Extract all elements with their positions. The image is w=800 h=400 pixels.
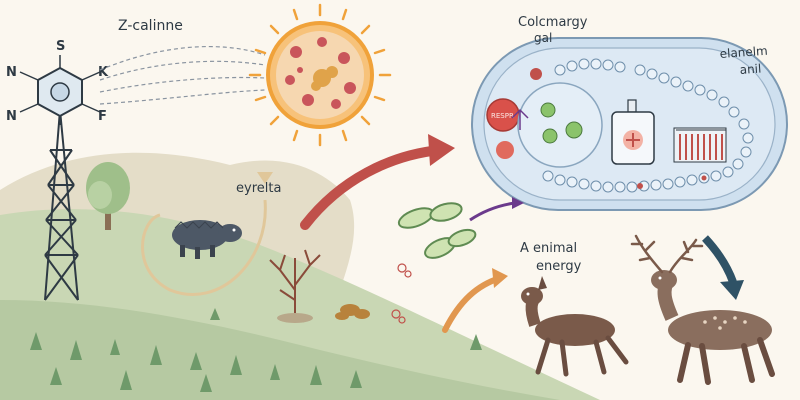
- tree-icon: [86, 162, 130, 230]
- compass-label-n-bottom: N: [6, 109, 17, 124]
- energy-label-line2: energy: [536, 259, 582, 274]
- compass-label-n-top: N: [6, 65, 17, 80]
- tree-base: [277, 313, 313, 323]
- sun-icon: [248, 3, 392, 147]
- molecule-icon: [391, 263, 412, 324]
- boar-icon: [172, 220, 242, 259]
- stag-icon: [630, 234, 775, 385]
- cell-title-line1: Colcmargy: [518, 15, 588, 30]
- compass-label-f: F: [98, 109, 107, 124]
- leaf-icon: [397, 202, 477, 259]
- compass-icon: S N K N F: [6, 39, 109, 125]
- bare-tree-icon: [269, 249, 321, 315]
- signal-rays: [99, 45, 266, 105]
- energy-label-line1: A enimal: [520, 241, 577, 256]
- ground-plants: [30, 308, 482, 392]
- compass-label-s: S: [56, 39, 65, 54]
- compass-label-k: K: [98, 65, 109, 80]
- tower-icon: [44, 109, 79, 301]
- cell-side-label-line2: anil: [739, 62, 762, 77]
- arrow-icon: [141, 134, 744, 333]
- cell-icon: RESPR: [471, 37, 788, 211]
- debris-pile: [335, 304, 370, 320]
- arrow-hill-cycle: [141, 199, 267, 296]
- arrow-orange: [442, 275, 503, 333]
- arrow-red: [300, 145, 445, 230]
- hill-front: [0, 300, 560, 400]
- cell-side-label-line1: elanelm: [719, 44, 768, 61]
- cell-red-label: RESPR: [491, 112, 514, 120]
- hill-label: eyrelta: [236, 181, 281, 196]
- deer-icon: [521, 276, 629, 377]
- arrow-navy: [702, 235, 737, 284]
- cell-title-line2: gal: [534, 31, 552, 45]
- arrow-purple: [469, 201, 516, 222]
- sun-title: Z-calinne: [118, 18, 183, 34]
